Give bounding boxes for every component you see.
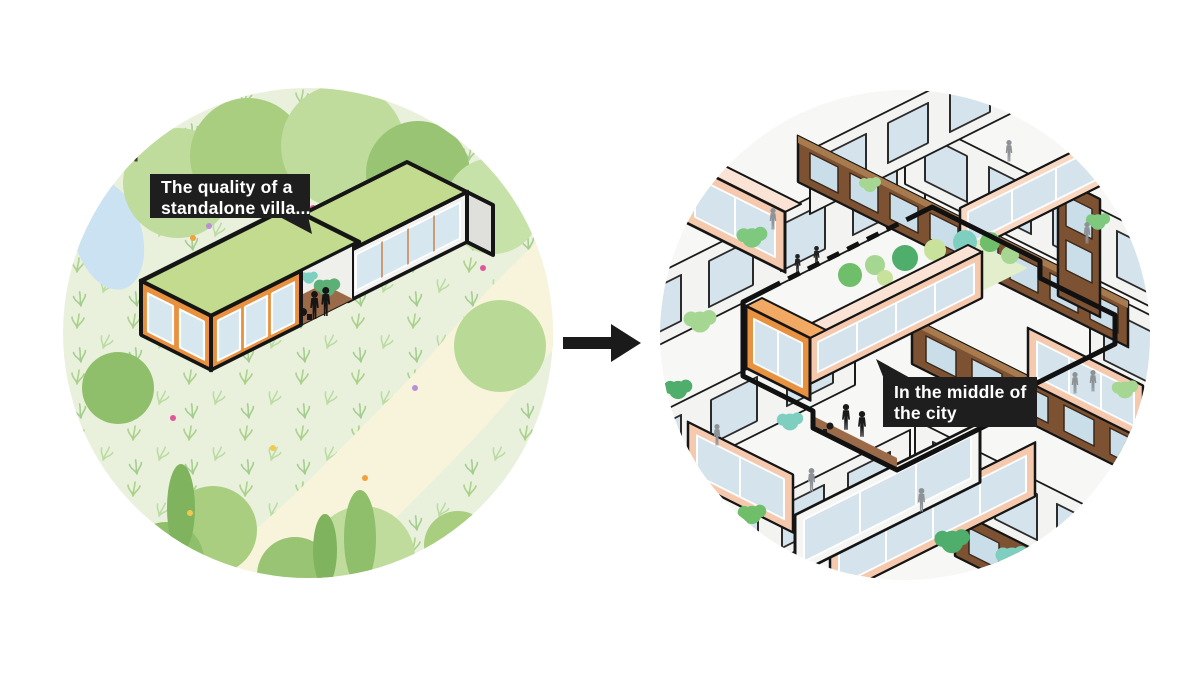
standalone-villa-caption: The quality of a standalone villa... bbox=[150, 174, 312, 234]
villa-orange-front-face bbox=[209, 268, 303, 373]
salmon-box-right bbox=[1026, 326, 1145, 441]
salmon-box-bottom-left bbox=[686, 420, 795, 534]
highlighted-apartment bbox=[740, 204, 1118, 473]
caption-tail bbox=[278, 216, 312, 234]
salmon-box-bottom bbox=[828, 441, 1037, 580]
unit-terrace-floor bbox=[813, 416, 897, 470]
caption-box bbox=[883, 377, 1037, 427]
roof-garden-plants bbox=[838, 230, 1019, 287]
white-box-bottom-center bbox=[793, 420, 982, 577]
city-building-illustration: In the middle of the city bbox=[660, 90, 1150, 580]
arrow-right-icon bbox=[563, 324, 641, 362]
caption-line2: standalone villa... bbox=[161, 198, 311, 218]
caption-line1: In the middle of bbox=[894, 382, 1027, 402]
caption-line2: the city bbox=[894, 403, 957, 423]
city-caption: In the middle of the city bbox=[876, 359, 1037, 427]
villa-panel: The quality of a standalone villa... bbox=[63, 88, 553, 578]
villa-white-end bbox=[465, 190, 495, 257]
caption-tail bbox=[876, 359, 912, 379]
caption-line1: The quality of a bbox=[161, 177, 293, 197]
transition-arrow bbox=[555, 313, 650, 373]
villa-illustration: The quality of a standalone villa... bbox=[63, 88, 553, 578]
orange-unit-face bbox=[744, 304, 812, 402]
caption-box bbox=[150, 174, 310, 218]
villa bbox=[138, 160, 495, 373]
salmon-unit-face bbox=[808, 250, 984, 386]
dashed-roof-line bbox=[778, 211, 920, 286]
city-panel: In the middle of the city bbox=[660, 90, 1150, 580]
